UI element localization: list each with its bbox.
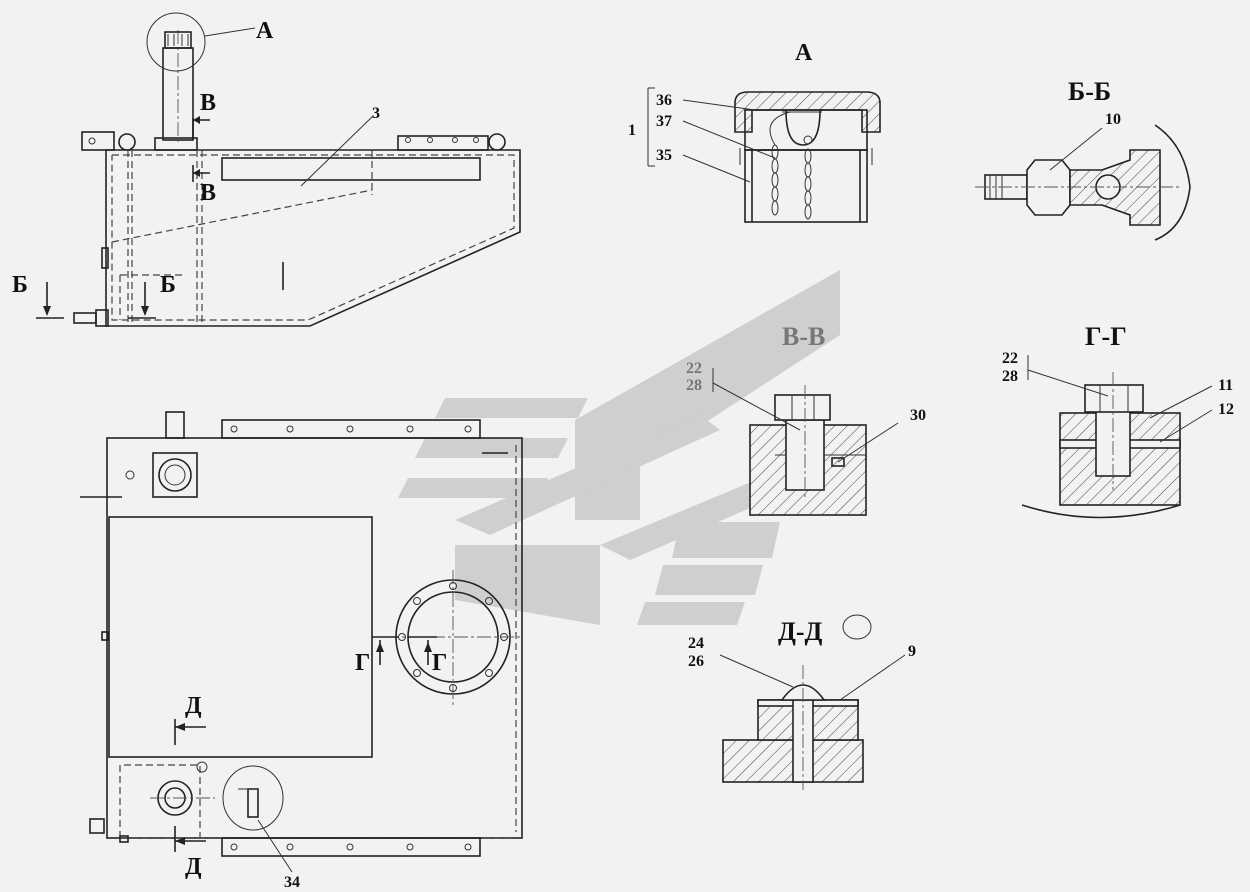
callout-37: 37 xyxy=(656,113,672,130)
section-g-marker-left: Г xyxy=(355,650,370,676)
view-a-title: А xyxy=(795,40,813,66)
section-d-marker-top: Д xyxy=(185,693,202,719)
view-a-marker: А xyxy=(256,18,274,44)
callout-gg-22: 22 xyxy=(1002,350,1018,367)
section-g-marker-right: Г xyxy=(432,650,447,676)
callout-12: 12 xyxy=(1218,401,1234,418)
callout-3: 3 xyxy=(372,105,380,122)
section-vv-title: В-В xyxy=(782,322,825,351)
detail-34-circle xyxy=(222,765,284,831)
detail-a-view xyxy=(647,87,881,223)
tank-top-view xyxy=(80,411,523,873)
section-v-marker-bottom: В xyxy=(200,180,216,206)
section-d-marker-bottom: Д xyxy=(185,854,202,880)
callout-30: 30 xyxy=(910,407,926,424)
watermark-logo xyxy=(398,270,840,625)
hatch-bolts xyxy=(398,582,508,692)
callout-10: 10 xyxy=(1105,111,1121,128)
callout-11: 11 xyxy=(1218,377,1233,394)
callout-26: 26 xyxy=(688,653,704,670)
callout-34: 34 xyxy=(284,874,300,891)
section-v-marker-top: В xyxy=(200,90,216,116)
section-gg-title: Г-Г xyxy=(1085,322,1127,351)
section-b-marker-right: Б xyxy=(160,272,176,298)
callout-gg-28: 28 xyxy=(1002,368,1018,385)
callout-36: 36 xyxy=(656,92,672,109)
section-bb-title: Б-Б xyxy=(1068,77,1111,106)
callout-1: 1 xyxy=(628,122,636,139)
chain-left xyxy=(771,144,779,216)
section-gg-view xyxy=(1021,355,1213,519)
callout-24: 24 xyxy=(688,635,704,652)
chain-right xyxy=(804,148,812,220)
section-dd-view xyxy=(719,614,906,790)
callout-35: 35 xyxy=(656,147,672,164)
section-b-marker-left: Б xyxy=(12,272,28,298)
section-vv-view xyxy=(712,368,899,516)
section-dd-title: Д-Д xyxy=(778,617,823,646)
labels-layer: А В В 3 Б Б А 1 36 37 35 Б-Б 10 В-В 22 2… xyxy=(12,18,1234,891)
view-a-detail-circle xyxy=(146,12,206,72)
callout-9: 9 xyxy=(908,643,916,660)
tank-side-view xyxy=(36,12,521,327)
callout-vv-28: 28 xyxy=(686,377,702,394)
callout-vv-22: 22 xyxy=(686,360,702,377)
section-bb-view xyxy=(975,124,1191,241)
